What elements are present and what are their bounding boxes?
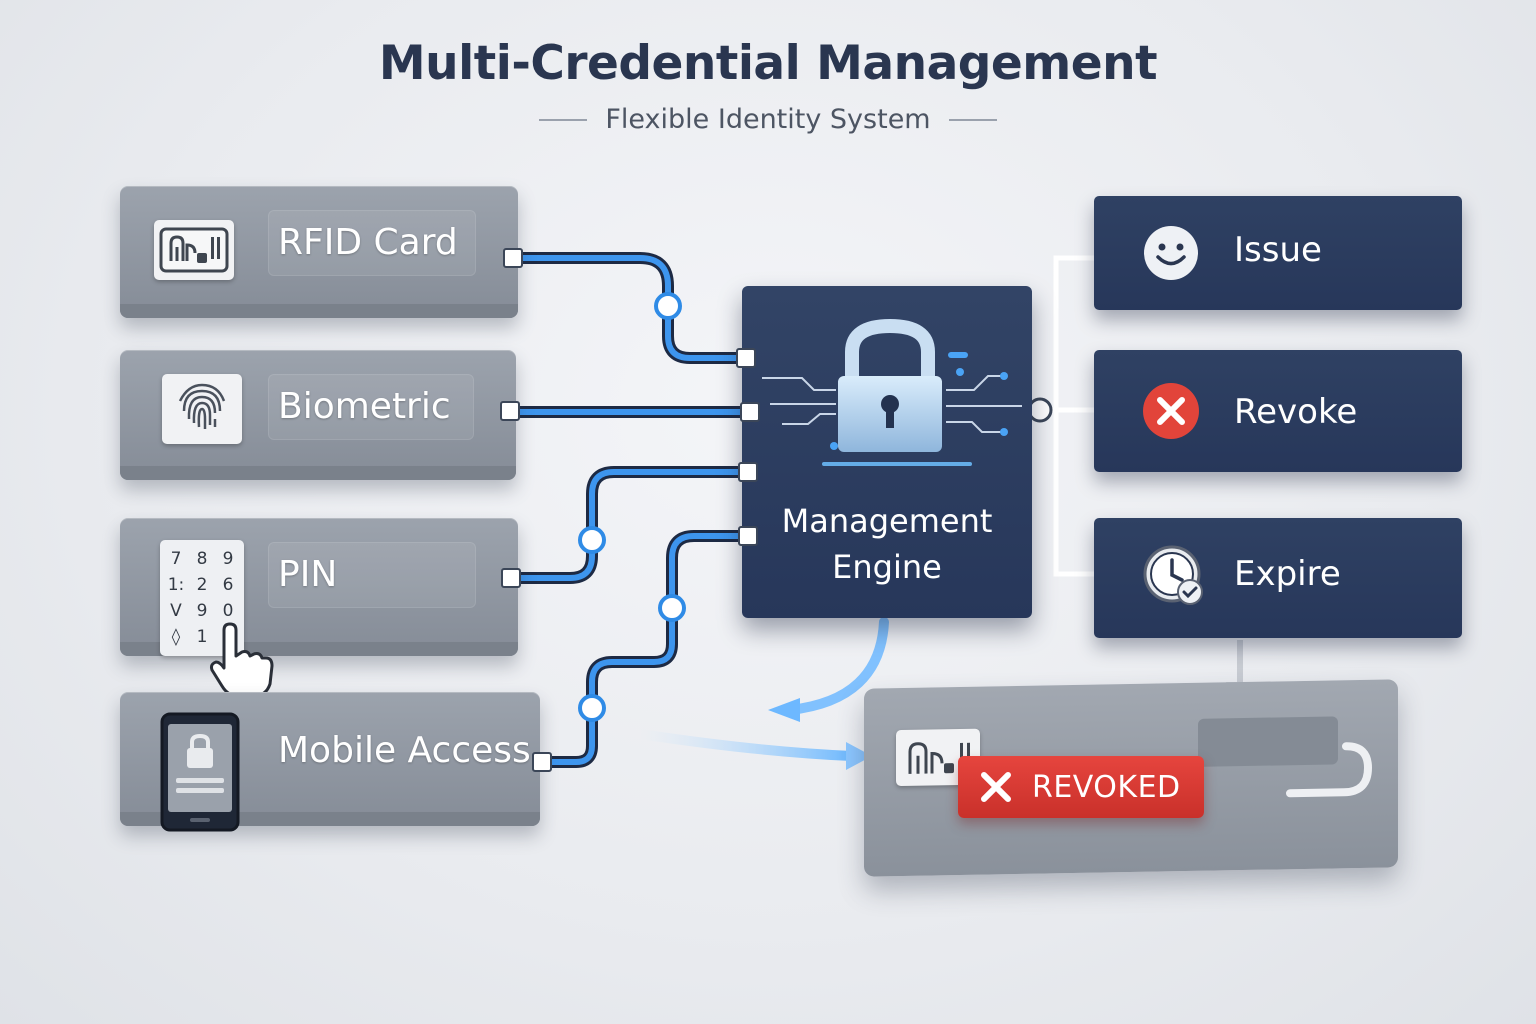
revoked-badge: REVOKED xyxy=(958,756,1204,818)
keypad-key: 8 xyxy=(196,549,208,569)
diagram-subtitle: Flexible Identity System xyxy=(605,104,931,135)
phone-lock-icon xyxy=(160,712,240,832)
credential-label: Mobile Access xyxy=(278,730,531,771)
red-x-icon xyxy=(1143,383,1199,439)
label-pill xyxy=(268,542,476,608)
action-expire[interactable]: Expire xyxy=(1094,518,1462,638)
connector-engine-in-3 xyxy=(738,462,758,482)
credential-label: Biometric xyxy=(278,386,451,427)
connector-rfid-out xyxy=(503,248,523,268)
keypad-key: ◊ xyxy=(171,627,181,647)
credential-pin[interactable]: 7 8 9 1: 2 6 V 9 0 ◊ 1 PIN xyxy=(120,518,518,698)
connector-biometric-out xyxy=(500,401,520,421)
credential-rfid-card[interactable]: RFID Card xyxy=(120,186,518,318)
keypad-key: 2 xyxy=(196,575,208,595)
connector-pin-out xyxy=(501,568,521,588)
label-pill xyxy=(268,210,476,276)
pointing-hand-icon xyxy=(210,622,274,698)
action-issue[interactable]: Issue xyxy=(1094,196,1462,310)
diagram-title: Multi-Credential Management xyxy=(378,36,1158,91)
keypad-key: 9 xyxy=(196,601,208,621)
keypad-grid: 7 8 9 1: 2 6 V 9 0 ◊ 1 xyxy=(165,549,239,647)
revoked-status-text: REVOKED xyxy=(1032,769,1181,805)
subtitle-rule-left xyxy=(539,118,588,121)
subtitle-rule-right xyxy=(948,118,997,121)
credential-biometric[interactable]: Biometric xyxy=(120,350,516,480)
keypad-key: 6 xyxy=(222,575,234,595)
action-label: Expire xyxy=(1234,554,1341,594)
credential-label: PIN xyxy=(278,554,338,595)
management-engine[interactable]: Management Engine xyxy=(742,286,1032,618)
padlock-icon xyxy=(762,318,1022,466)
action-label: Issue xyxy=(1234,230,1322,270)
connector-engine-in-1 xyxy=(736,348,756,368)
engine-label: Management Engine xyxy=(742,498,1032,590)
keypad-key: V xyxy=(170,601,182,621)
label-pill xyxy=(268,374,474,440)
subtitle-row: Flexible Identity System xyxy=(0,104,1536,135)
engine-label-line1: Management xyxy=(781,502,993,540)
keypad-key: 1: xyxy=(167,575,185,595)
action-label: Revoke xyxy=(1234,392,1358,432)
keypad-key: 7 xyxy=(170,549,182,569)
fingerprint-icon xyxy=(162,374,242,444)
keypad-key: 0 xyxy=(222,601,234,621)
credential-mobile-access[interactable]: Mobile Access xyxy=(120,692,540,832)
connector-engine-in-4 xyxy=(738,526,758,546)
card-clip-icon xyxy=(1286,742,1373,798)
connector-mobile-out xyxy=(532,752,552,772)
revocation-flow xyxy=(635,617,889,770)
action-revoke[interactable]: Revoke xyxy=(1094,350,1462,472)
wire-mobile xyxy=(536,530,754,768)
wire-pin xyxy=(506,466,754,584)
keypad-key: 1 xyxy=(196,627,208,647)
keypad-key: 9 xyxy=(222,549,234,569)
clock-check-icon xyxy=(1143,545,1203,605)
credential-label: RFID Card xyxy=(278,222,458,263)
connector-engine-in-2 xyxy=(740,402,760,422)
rfid-card-icon xyxy=(154,220,234,280)
panel-lip xyxy=(120,304,518,318)
engine-label-line2: Engine xyxy=(832,548,942,586)
panel-lip xyxy=(120,466,516,480)
wire-rfid xyxy=(508,252,752,364)
smiley-icon xyxy=(1144,226,1198,280)
revoked-x-icon xyxy=(981,772,1011,802)
